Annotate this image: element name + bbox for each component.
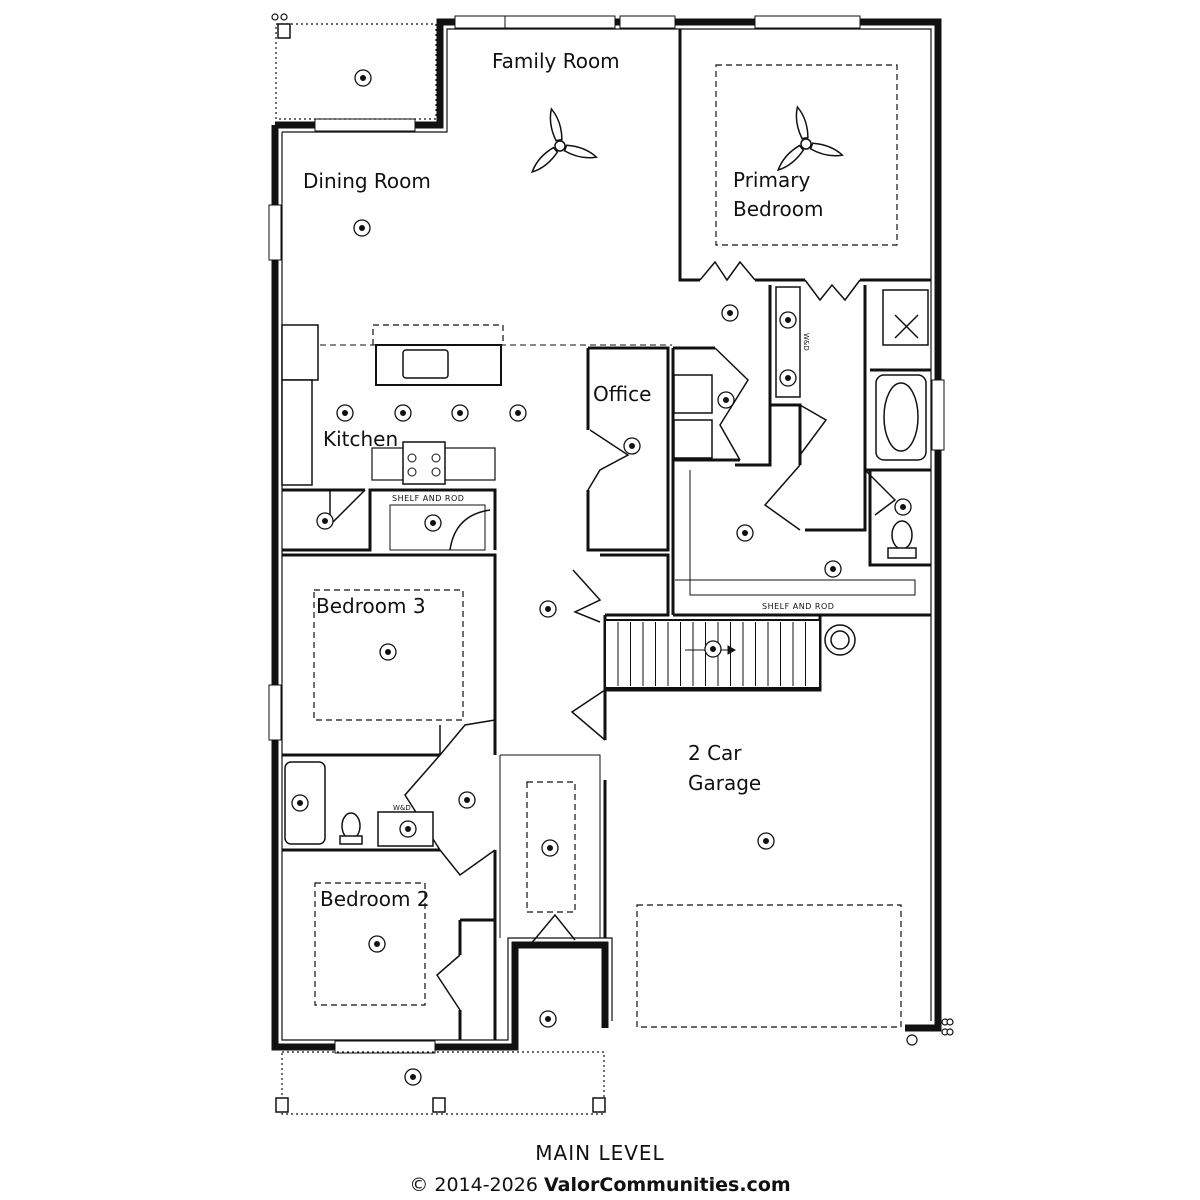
toilet-icon	[341, 812, 361, 840]
garage-label-1: 2 Car	[688, 741, 742, 765]
ceiling-light-icon	[824, 560, 842, 578]
bath-fixtures	[284, 286, 929, 847]
office-label: Office	[593, 382, 651, 406]
ceiling-fan-icon	[776, 105, 845, 172]
water-heater-icon	[824, 624, 856, 656]
ceiling-fans	[530, 105, 845, 174]
exterior-walls-inner	[281, 28, 932, 1041]
ceiling-light-icon	[717, 391, 735, 409]
ceiling-light-icon	[336, 404, 354, 422]
shelf-and-rod-note-1: SHELF AND ROD	[392, 494, 464, 503]
ceiling-light-icon	[379, 643, 397, 661]
primary-bedroom-label-2: Bedroom	[733, 197, 823, 221]
ceiling-light-icon	[368, 935, 386, 953]
ceiling-light-icon	[894, 498, 912, 516]
washer-dryer-note-2: W&D	[802, 333, 810, 351]
ceiling-light-icon	[623, 437, 641, 455]
family-room-label: Family Room	[492, 49, 620, 73]
ceiling-light-icon	[316, 512, 334, 530]
ceiling-light-icon	[458, 791, 476, 809]
ceiling-light-icon	[353, 219, 371, 237]
room-labels: Family Room Dining Room Primary Bedroom …	[303, 49, 834, 911]
ceiling-light-icon	[541, 839, 559, 857]
ceiling-light-icon	[779, 311, 797, 329]
primary-bedroom-label-1: Primary	[733, 168, 810, 192]
washer-dryer-note-1: W&D	[393, 804, 411, 812]
dining-room-label: Dining Room	[303, 169, 431, 193]
ceiling-light-icon	[399, 820, 417, 838]
shelf-and-rod-note-2: SHELF AND ROD	[762, 602, 834, 611]
sink-icon	[402, 349, 449, 379]
porch-posts	[275, 23, 606, 1113]
ceiling-light-icon	[779, 369, 797, 387]
ceiling-light-icon	[291, 794, 309, 812]
ceiling-light-icon	[721, 304, 739, 322]
toilet-icon	[891, 520, 913, 550]
window-openings	[268, 15, 945, 1054]
ceiling-light-icon	[704, 640, 722, 658]
ceiling-light-icon	[404, 1068, 422, 1086]
ceiling-lights	[291, 69, 912, 1086]
level-title: MAIN LEVEL	[535, 1141, 665, 1165]
ceiling-light-icon	[509, 404, 527, 422]
exterior-hose-bibs	[271, 13, 954, 1046]
ceiling-light-icon	[736, 524, 754, 542]
ceiling-light-icon	[539, 1010, 557, 1028]
ceiling-light-icon	[354, 69, 372, 87]
garage-label-2: Garage	[688, 771, 761, 795]
kitchen-fixtures	[281, 324, 502, 551]
ceiling-light-icon	[451, 404, 469, 422]
ceiling-light-icon	[424, 514, 442, 532]
kitchen-label: Kitchen	[323, 427, 398, 451]
copyright-line: © 2014-2026 ValorCommunities.com	[0, 1174, 1200, 1196]
ceiling-fan-icon	[530, 107, 599, 174]
ceiling-light-icon	[539, 600, 557, 618]
range-icon	[402, 441, 446, 485]
ceiling-light-icon	[757, 832, 775, 850]
ceiling-light-icon	[394, 404, 412, 422]
brand-name: ValorCommunities.com	[543, 1174, 791, 1196]
bedroom-2-label: Bedroom 2	[320, 887, 430, 911]
copyright-prefix: © 2014-2026	[409, 1174, 544, 1196]
dashed-ceiling-outlines	[275, 23, 902, 1115]
bedroom-3-label: Bedroom 3	[316, 594, 426, 618]
